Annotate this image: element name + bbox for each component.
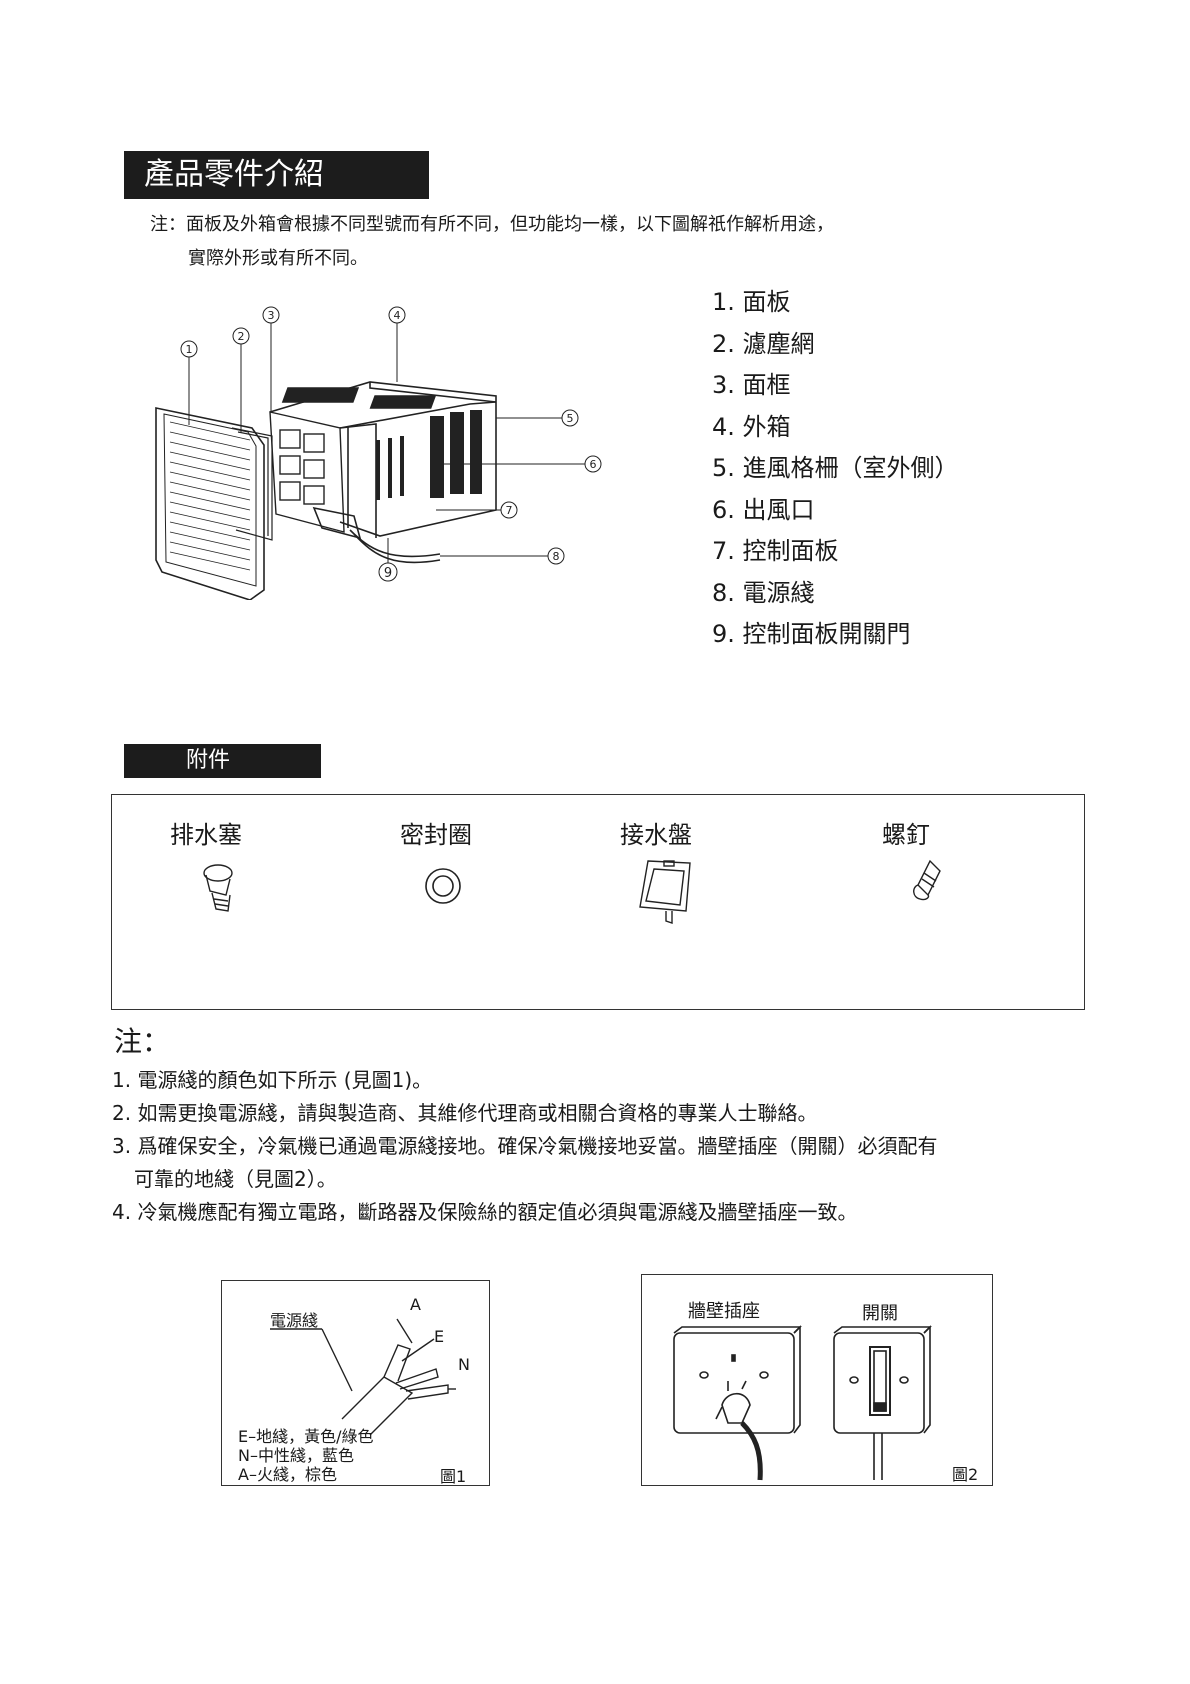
callout-1: 1 [186, 343, 193, 356]
part-item: 9. 控制面板開關門 [712, 620, 911, 648]
part-item: 4. 外箱 [712, 412, 791, 441]
note-item: 2. 如需更換電源綫，請與製造商、其維修代理商或相關合資格的專業人士聯絡。 [112, 1101, 818, 1125]
note-item: 3. 爲確保安全，冷氣機已通過電源綫接地。確保冷氣機接地妥當。牆壁插座（開關）必… [112, 1134, 938, 1158]
section-title-accessories: 附件 [124, 744, 321, 778]
accessory-label-screw: 螺釘 [882, 821, 930, 849]
switch-label: 開關 [862, 1303, 898, 1324]
figure-1-power-cord: 電源綫 A E N E–地綫，黃色/綠色 N–中性綫，藍色 A–火綫，棕色 圖1 [221, 1280, 490, 1486]
callout-8: 8 [553, 550, 560, 563]
callout-leaders [188, 323, 585, 564]
callout-6: 6 [590, 458, 597, 471]
accessory-label-drain-pan: 接水盤 [620, 821, 692, 849]
seal-ring-icon [425, 868, 461, 904]
parts-list: 1. 面板 2. 濾塵網 3. 面框 4. 外箱 5. 進風格柵（室外側） 6.… [712, 282, 959, 656]
figure-2-caption: 圖2 [952, 1465, 979, 1484]
wire-label-e: E [434, 1327, 445, 1346]
legend-item: N–中性綫，藍色 [238, 1446, 354, 1465]
part-item: 1. 面板 [712, 288, 791, 316]
callout-2: 2 [238, 330, 245, 343]
callout-4: 4 [394, 309, 401, 322]
notes-list: 1. 電源綫的顏色如下所示 (見圖1)。 2. 如需更換電源綫，請與製造商、其維… [112, 1064, 937, 1229]
part-item: 2. 濾塵網 [712, 329, 815, 358]
figure-1-legend: E–地綫，黃色/綠色 N–中性綫，藍色 A–火綫，棕色 [238, 1427, 374, 1484]
part-item: 5. 進風格柵（室外側） [712, 454, 959, 482]
legend-item: A–火綫，棕色 [238, 1465, 337, 1484]
note-item: 4. 冷氣機應配有獨立電路，斷路器及保險絲的額定值必須與電源綫及牆壁插座一致。 [112, 1200, 858, 1224]
note-item: 1. 電源綫的顏色如下所示 (見圖1)。 [112, 1068, 433, 1092]
socket-label: 牆壁插座 [688, 1301, 760, 1322]
note-item: 可靠的地綫（見圖2）。 [134, 1167, 337, 1191]
wall-socket-icon [673, 1325, 802, 1481]
callout-7: 7 [506, 504, 513, 517]
wall-switch-icon [833, 1325, 932, 1480]
screw-icon [913, 859, 941, 901]
accessories-box: 排水塞 密封圈 接水盤 螺釘 [111, 794, 1085, 1010]
power-cord-drawing [270, 1318, 456, 1436]
callout-3: 3 [268, 309, 275, 322]
parts-note-line2: 實際外形或有所不同。 [188, 248, 368, 269]
front-panel-drawing [155, 407, 265, 600]
accessory-label-seal-ring: 密封圈 [400, 821, 472, 849]
socket-switch-drawing [673, 1325, 932, 1481]
accessory-label-drain-plug: 排水塞 [170, 821, 242, 849]
frame-drawing [269, 411, 345, 533]
parts-note: 注：面板及外箱會根據不同型號而有所不同，但功能均一樣，以下圖解祇作解析用途， 實… [150, 208, 834, 276]
wire-label-a: A [410, 1295, 421, 1314]
callout-5: 5 [567, 412, 574, 425]
figure-2-socket-switch: 牆壁插座 開關 圖2 [641, 1274, 993, 1486]
parts-note-line1: 注：面板及外箱會根據不同型號而有所不同，但功能均一樣，以下圖解祇作解析用途， [150, 214, 834, 235]
filter-drawing [231, 427, 273, 541]
callout-markers [180, 306, 602, 582]
notes-heading: 注： [114, 1025, 171, 1058]
drain-pan-icon [639, 860, 691, 924]
part-item: 6. 出風口 [712, 495, 815, 524]
cabinet-drawing [269, 381, 497, 564]
part-item: 7. 控制面板 [712, 537, 839, 565]
exploded-diagram: 1 2 3 4 5 6 7 8 9 [155, 306, 602, 600]
part-item: 8. 電源綫 [712, 578, 815, 607]
callout-9: 9 [384, 566, 392, 581]
wire-label-n: N [458, 1355, 470, 1374]
figure-1-cord-label: 電源綫 [270, 1311, 319, 1330]
section-title-parts: 產品零件介紹 [124, 151, 429, 199]
figure-1-caption: 圖1 [440, 1467, 467, 1486]
legend-item: E–地綫，黃色/綠色 [238, 1427, 374, 1446]
drain-plug-icon [203, 864, 233, 912]
part-item: 3. 面框 [712, 371, 791, 399]
